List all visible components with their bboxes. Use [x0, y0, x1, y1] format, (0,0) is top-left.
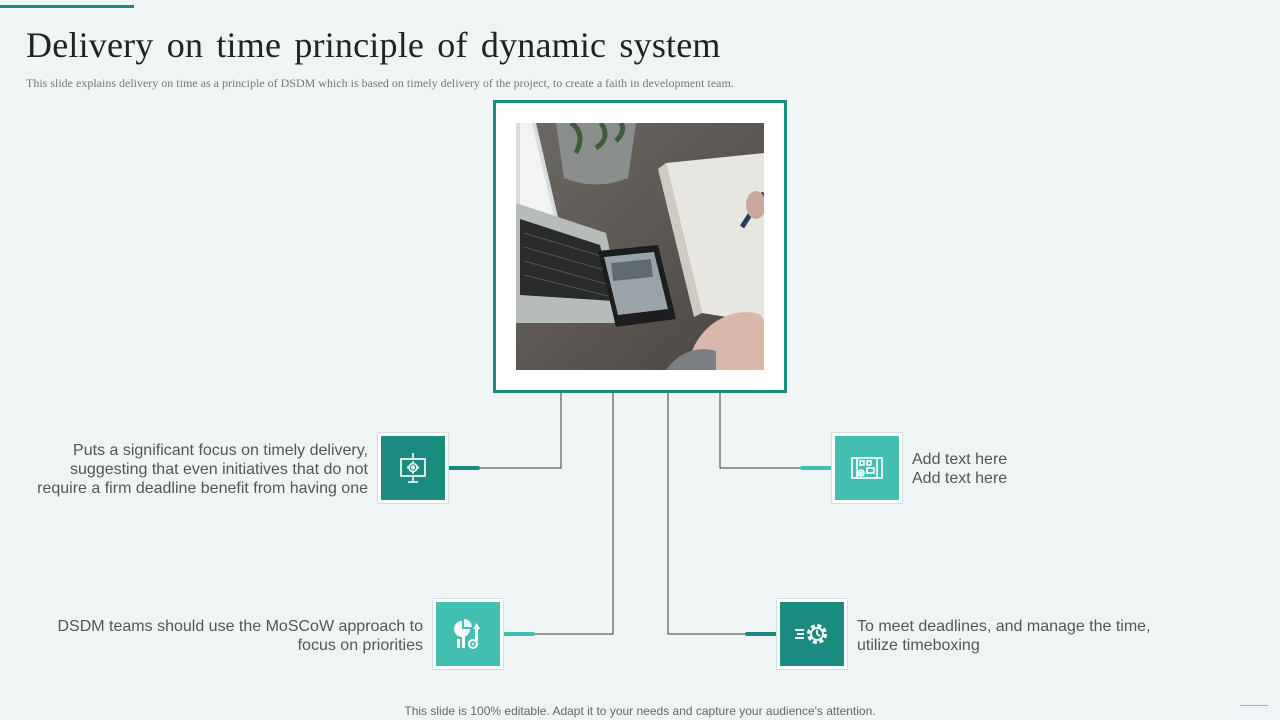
- slide-footer: This slide is 100% editable. Adapt it to…: [404, 704, 876, 718]
- blueprint-gear-icon: [851, 457, 883, 479]
- item-text-moscow: DSDM teams should use the MoSCoW approac…: [57, 618, 424, 654]
- chart-gear-icon: [454, 619, 480, 649]
- desk-photo: [516, 123, 764, 370]
- fast-gear-clock-icon: [795, 624, 827, 644]
- icon-box-add-text: [832, 433, 902, 503]
- icon-box-timeboxing: [777, 599, 847, 669]
- bottom-accent-line: [1240, 705, 1268, 706]
- connector-top-left: [480, 393, 562, 469]
- connector-bottom-right: [667, 393, 778, 635]
- presentation-gear-icon: [400, 453, 426, 483]
- icon-box-timely-delivery: [378, 433, 448, 503]
- photo-frame: [493, 100, 787, 393]
- item-text-add-text: Add text here Add text here: [912, 451, 1008, 487]
- connector-top-right: [719, 393, 800, 469]
- item-text-timely-delivery: Puts a significant focus on timely deliv…: [37, 442, 368, 497]
- connector-bottom-left: [535, 393, 614, 635]
- top-accent-bar: [0, 5, 134, 8]
- slide-title: Delivery on time principle of dynamic sy…: [26, 25, 721, 65]
- item-text-timeboxing: To meet deadlines, and manage the time, …: [857, 618, 1151, 654]
- slide-subtitle: This slide explains delivery on time as …: [26, 76, 734, 90]
- icon-box-moscow: [433, 599, 503, 669]
